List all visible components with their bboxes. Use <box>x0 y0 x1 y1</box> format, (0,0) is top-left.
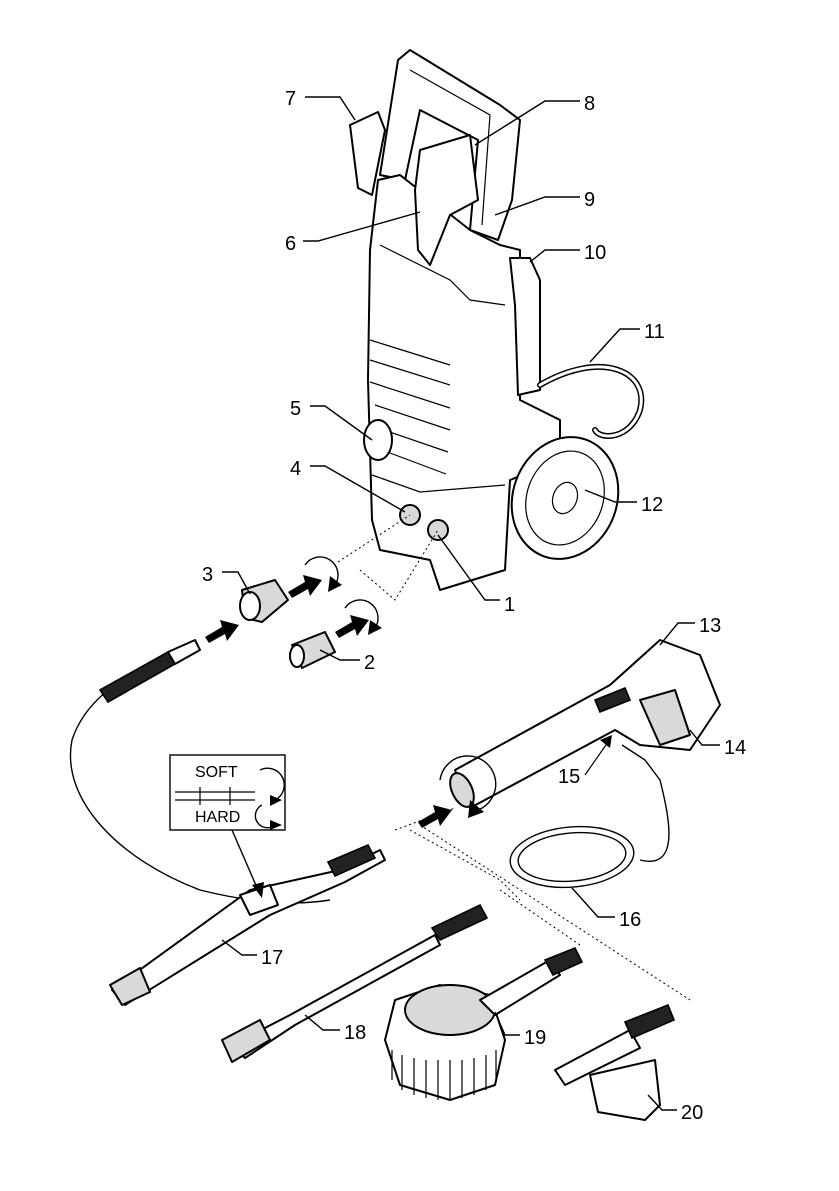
callout-6: 6 <box>285 233 296 255</box>
inset-hard-label: HARD <box>195 809 240 826</box>
callout-2: 2 <box>364 652 375 674</box>
callout-20: 20 <box>681 1102 703 1124</box>
soft-hard-inset: SOFT HARD <box>169 754 286 898</box>
callout-13: 13 <box>699 615 721 637</box>
detergent-spray-bottle <box>554 1003 676 1121</box>
pressure-washer-body <box>349 49 620 591</box>
trigger-gun <box>449 639 721 809</box>
hose-coupling-3 <box>239 579 289 623</box>
callout-11: 11 <box>644 321 665 343</box>
callout-1: 1 <box>504 594 515 616</box>
wash-brush <box>384 946 584 1101</box>
callout-15: 15 <box>558 766 580 788</box>
callout-4: 4 <box>290 458 301 480</box>
rotate-arrows-upper <box>304 556 382 635</box>
callout-18: 18 <box>344 1022 366 1044</box>
callout-9: 9 <box>584 189 595 211</box>
inset-soft-label: SOFT <box>195 764 238 781</box>
jet-pipe-vario-power <box>109 843 386 1006</box>
callout-8: 8 <box>584 93 595 115</box>
callout-labels: 1 2 3 4 5 6 7 8 9 10 11 12 13 14 15 16 1… <box>202 88 746 1124</box>
callout-10: 10 <box>584 242 606 264</box>
insert-arrow-coupling <box>205 575 369 643</box>
rotate-arrow-gun <box>418 755 497 828</box>
hose-connector-2 <box>289 631 336 669</box>
hose-end-fitting <box>98 639 201 704</box>
callout-14: 14 <box>724 737 746 759</box>
callout-17: 17 <box>261 947 283 969</box>
callout-5: 5 <box>290 398 301 420</box>
callout-3: 3 <box>202 564 213 586</box>
leader-lines <box>221 96 720 1111</box>
callout-12: 12 <box>641 494 663 516</box>
callout-7: 7 <box>285 88 296 110</box>
callout-16: 16 <box>619 909 641 931</box>
hose-16-coil <box>509 825 635 889</box>
callout-19: 19 <box>524 1027 546 1049</box>
dirt-blaster-lance <box>221 903 489 1063</box>
